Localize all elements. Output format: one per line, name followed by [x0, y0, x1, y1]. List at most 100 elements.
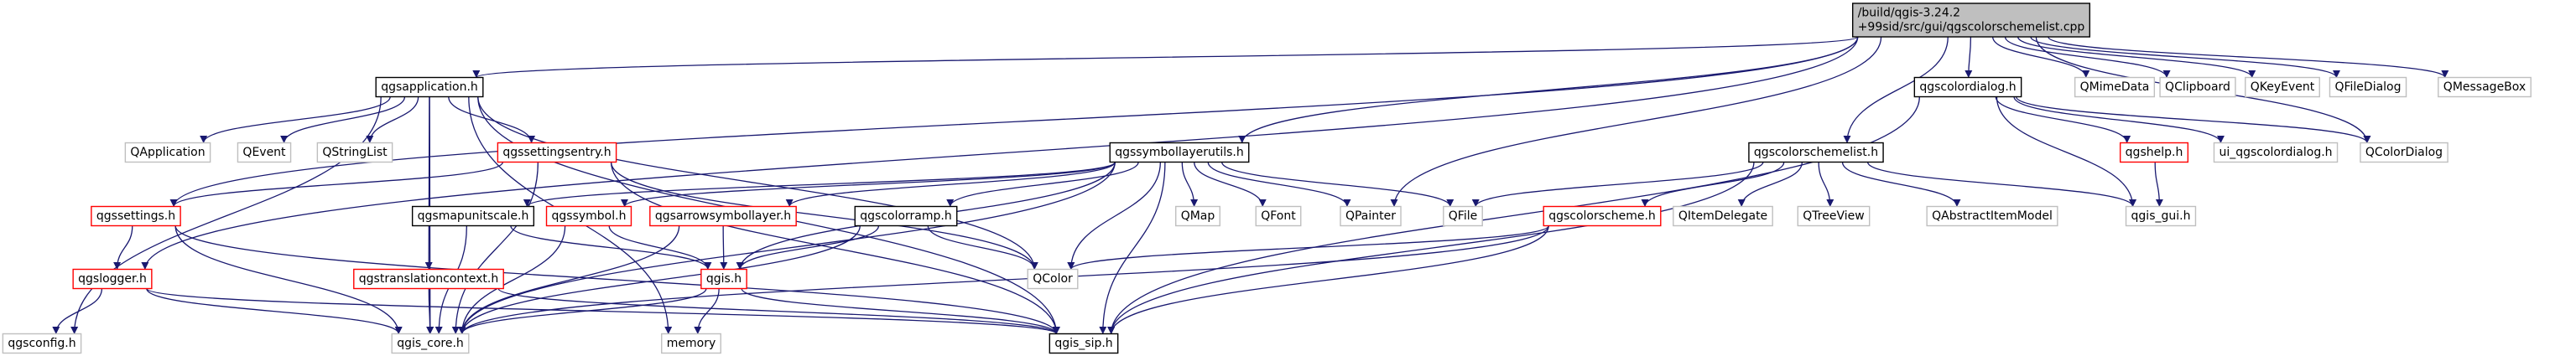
node-label: qgssettingsentry.h	[502, 146, 611, 159]
node-qevent[interactable]: QEvent	[237, 142, 292, 163]
node-qgis-sip[interactable]: qgis_sip.h	[1049, 333, 1119, 354]
edge-qgssettingsentry-to-qgis_core	[451, 162, 539, 334]
node-label: ui_qgscolordialog.h	[2219, 146, 2332, 159]
node-qgis-gui[interactable]: qgis_gui.h	[2125, 205, 2197, 227]
node-box	[2213, 142, 2339, 163]
node-qgssettingsentry[interactable]: qgssettingsentry.h	[497, 142, 617, 163]
node-label: qgsarrowsymbollayer.h	[655, 209, 791, 223]
node-box	[1443, 205, 1483, 227]
node-label: qgis_sip.h	[1054, 337, 1112, 350]
node-qmessagebox[interactable]: QMessageBox	[2438, 76, 2532, 98]
node-label: qgstranslationcontext.h	[359, 272, 498, 286]
node-box	[1049, 333, 1119, 354]
node-box	[2119, 142, 2189, 163]
node-qtreeview[interactable]: QTreeView	[1797, 205, 1871, 227]
edge-root-to-qgscolorschemelist	[1843, 36, 1949, 143]
edge-qgsmapunitscale-to-qgis	[510, 225, 712, 270]
node-qgssettings[interactable]: qgssettings.h	[91, 205, 181, 227]
edge-qgssymbollayerutils-to-qgscolorramp	[946, 162, 1139, 207]
node-qmap[interactable]: QMap	[1175, 205, 1220, 227]
node-label: /build/qgis-3.24.2	[1858, 7, 1960, 20]
node-qgslogger[interactable]: qgslogger.h	[72, 268, 153, 290]
edge-qgslogger-to-qgis_sip	[146, 287, 1060, 335]
node-label: QApplication	[130, 146, 205, 159]
node-qgsmapunitscale[interactable]: qgsmapunitscale.h	[411, 205, 535, 227]
node-box	[1748, 142, 1884, 163]
node-qkeyevent[interactable]: QKeyEvent	[2245, 76, 2320, 98]
edge-root-to-qmessagebox	[2048, 36, 2449, 79]
edge-qgscolorschemelist-to-qgis_gui	[1867, 162, 2136, 207]
node-box	[1027, 268, 1079, 290]
node-qpainter[interactable]: QPainter	[1340, 205, 1402, 227]
node-label: qgssettings.h	[96, 209, 175, 223]
node-label: qgscolorschemelist.h	[1754, 146, 1878, 159]
edge-qgsapplication-to-qevent	[280, 96, 406, 143]
node-qstringlist[interactable]: QStringList	[316, 142, 393, 163]
node-qfiledialog[interactable]: QFileDialog	[2329, 76, 2407, 98]
edge-qgssymbollayerutils-to-qgis_core	[458, 162, 1116, 334]
node-qfont[interactable]: QFont	[1255, 205, 1302, 227]
node-ui-qgscolordialog[interactable]: ui_qgscolordialog.h	[2213, 142, 2339, 163]
node-label: QFile	[1449, 209, 1477, 223]
node-label: QPainter	[1345, 209, 1396, 223]
node-qitemdelegate[interactable]: QItemDelegate	[1673, 205, 1773, 227]
node-box	[124, 142, 211, 163]
node-qgis-core[interactable]: qgis_core.h	[391, 333, 470, 354]
node-box	[854, 205, 958, 227]
node-qgshelp[interactable]: qgshelp.h	[2119, 142, 2189, 163]
node-label: QItemDelegate	[1678, 209, 1767, 223]
node-box	[411, 205, 535, 227]
node-qgscolorramp[interactable]: qgscolorramp.h	[854, 205, 958, 227]
node-label: QFont	[1261, 209, 1296, 223]
node-box	[72, 268, 153, 290]
node-label: QClipboard	[2165, 80, 2230, 94]
node-qgssymbol[interactable]: qgssymbol.h	[545, 205, 632, 227]
node-qgscolorscheme[interactable]: qgscolorscheme.h	[1543, 205, 1662, 227]
node-qgsconfig[interactable]: qgsconfig.h	[2, 333, 82, 354]
node-box	[2438, 76, 2532, 98]
node-label: QFileDialog	[2334, 80, 2401, 94]
node-root[interactable]: /build/qgis-3.24.2+99sid/src/gui/qgscolo…	[1851, 3, 2091, 38]
node-qgsarrowsymbollayer[interactable]: qgsarrowsymbollayer.h	[649, 205, 797, 227]
node-box	[1255, 205, 1302, 227]
edge-qgscolorschemelist-to-qtreeview	[1818, 162, 1834, 207]
node-box	[700, 268, 747, 290]
node-label: qgsapplication.h	[381, 80, 478, 94]
node-qapplication[interactable]: QApplication	[124, 142, 211, 163]
node-qmimedata[interactable]: QMimeData	[2074, 76, 2156, 98]
node-qgsapplication[interactable]: qgsapplication.h	[375, 76, 484, 98]
node-box	[2329, 76, 2407, 98]
edge-root-to-qgsapplication	[472, 36, 1859, 79]
edge-qgis-to-qgis_core	[458, 288, 707, 334]
node-qgssymbollayerutils[interactable]: qgssymbollayerutils.h	[1109, 142, 1250, 163]
node-memory[interactable]: memory	[661, 333, 721, 354]
node-qclipboard[interactable]: QClipboard	[2159, 76, 2236, 98]
node-qgis[interactable]: qgis.h	[700, 268, 747, 290]
node-qgscolorschemelist[interactable]: qgscolorschemelist.h	[1748, 142, 1884, 163]
edge-qgssettingsentry-to-qgssettings	[169, 162, 504, 207]
edge-qgscolorscheme-to-qgis_core	[458, 225, 1549, 334]
edge-qgscolorschemelist-to-qgscolorscheme	[1641, 162, 1785, 207]
node-qcolor[interactable]: QColor	[1027, 268, 1079, 290]
node-qabstractitemmodel[interactable]: QAbstractItemModel	[1926, 205, 2058, 227]
node-qgscolordialog[interactable]: qgscolordialog.h	[1913, 76, 2022, 98]
node-box	[237, 142, 292, 163]
node-label: QKeyEvent	[2251, 80, 2315, 94]
node-label: qgsconfig.h	[8, 337, 75, 350]
node-qfile[interactable]: QFile	[1443, 205, 1483, 227]
edge-qgssymbollayerutils-to-qgssymbol	[621, 161, 1116, 208]
node-qcolordialog[interactable]: QColorDialog	[2360, 142, 2449, 163]
edge-root-to-qfiledialog	[2030, 36, 2340, 78]
edge-qgscolorramp-to-qgis	[736, 225, 880, 270]
node-label: qgis_gui.h	[2131, 209, 2191, 223]
edge-qgscolordialog-to-qcolordialog	[2016, 96, 2371, 143]
node-label: qgssymbol.h	[552, 209, 627, 223]
node-label: QEvent	[242, 146, 286, 159]
node-box	[1175, 205, 1220, 227]
edge-qgsapplication-to-qstringlist	[366, 96, 419, 143]
node-box	[391, 333, 470, 354]
node-qgstranslationcontext[interactable]: qgstranslationcontext.h	[353, 268, 504, 290]
node-label: qgis_core.h	[397, 337, 464, 350]
edge-root-to-qkeyevent	[2017, 36, 2256, 78]
node-box	[1543, 205, 1662, 227]
